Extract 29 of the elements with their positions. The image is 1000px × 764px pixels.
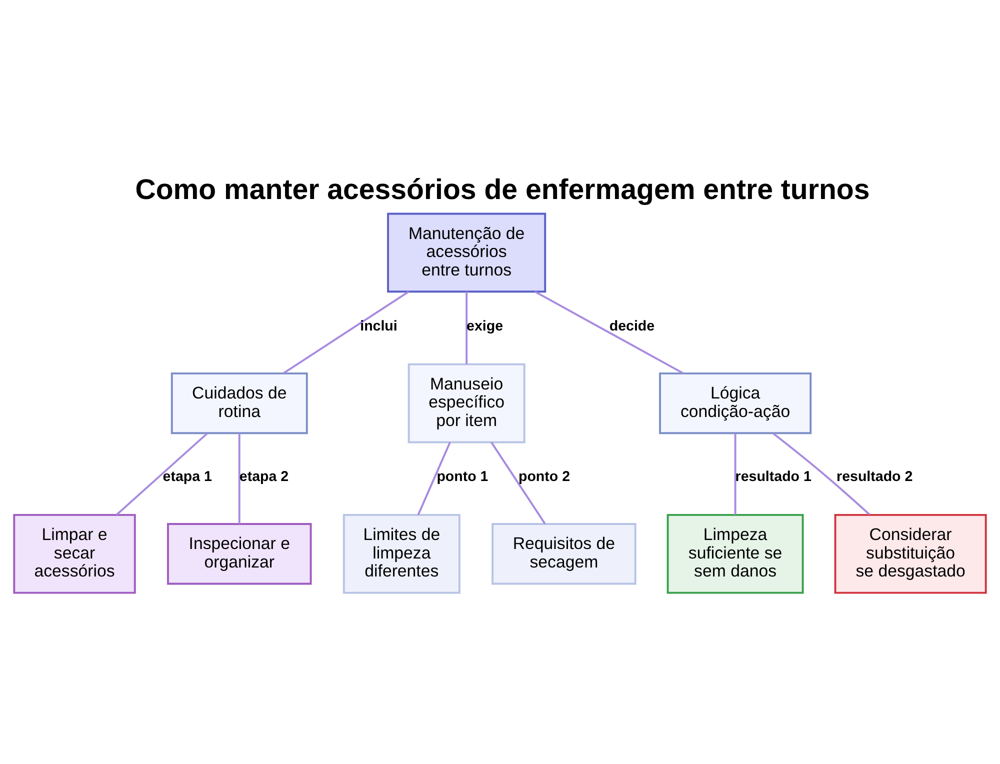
edge-label: etapa 2	[239, 468, 289, 484]
node-box: Considerar substituição se desgastado	[834, 513, 987, 594]
connector	[534, 290, 684, 374]
edge-label: resultado 1	[735, 468, 812, 484]
connector	[490, 441, 546, 524]
edge-label: decide	[609, 318, 655, 334]
node-box: Lógica condição-ação	[659, 372, 812, 434]
edge-label: exige	[466, 318, 504, 334]
edge-label: resultado 2	[836, 468, 913, 484]
edge-label: ponto 2	[518, 468, 570, 484]
connector	[116, 432, 208, 515]
node-box: Requisitos de secagem	[492, 522, 636, 584]
node-box: Limites de limpeza diferentes	[342, 513, 460, 594]
node-box: Manuseio específico por item	[408, 362, 526, 443]
edge-label: etapa 1	[162, 468, 212, 484]
edge-label: ponto 1	[436, 468, 488, 484]
node-box: Manutenção de acessórios entre turnos	[387, 212, 546, 292]
node-box: Inspecionar e organizar	[167, 522, 312, 584]
connector	[466, 291, 468, 364]
connector	[238, 432, 240, 524]
connector	[772, 432, 870, 515]
node-box: Limpeza suficiente se sem danos	[666, 513, 804, 594]
connector	[417, 441, 451, 515]
connector	[734, 432, 736, 514]
connector	[283, 290, 410, 374]
diagram-title: Como manter acessórios de enfermagem entre turnos	[135, 173, 870, 206]
node-box: Limpar e secar acessórios	[13, 513, 136, 594]
node-box: Cuidados de rotina	[170, 372, 308, 434]
edge-label: inclui	[360, 318, 398, 334]
